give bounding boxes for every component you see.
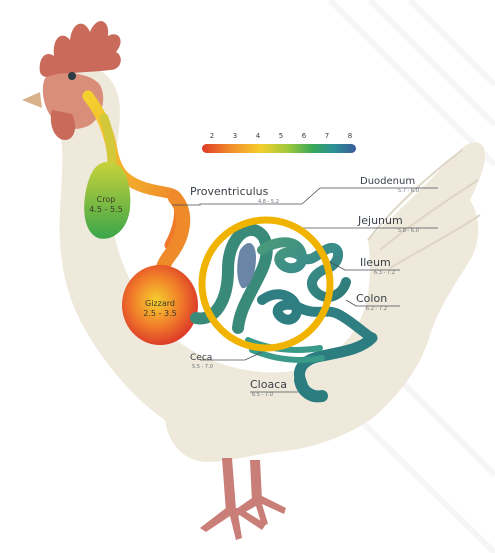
gizzard-name: Gizzard bbox=[145, 299, 175, 308]
wattle bbox=[51, 110, 75, 140]
label-gizzard: Gizzard 2.5 - 3.5 bbox=[143, 299, 176, 318]
duodenum-name: Duodenum bbox=[360, 176, 415, 187]
colon-name: Colon bbox=[356, 292, 387, 305]
label-duodenum: Duodenum 5.7 - 6.0 bbox=[360, 176, 419, 194]
scale-tick: 3 bbox=[233, 132, 237, 140]
scale-tick: 5 bbox=[279, 132, 283, 140]
eye-icon bbox=[68, 72, 76, 80]
duodenum-range: 5.7 - 6.0 bbox=[398, 188, 419, 194]
legs bbox=[200, 458, 286, 540]
ileum-name: Ileum bbox=[360, 256, 391, 269]
scale-tick: 2 bbox=[210, 132, 214, 140]
scale-tick: 4 bbox=[256, 132, 261, 140]
scale-tick: 6 bbox=[302, 132, 307, 140]
cloaca-range: 6.5 - 7.0 bbox=[252, 392, 273, 398]
ceca-name: Ceca bbox=[190, 353, 212, 363]
proventriculus-name: Proventriculus bbox=[190, 185, 269, 198]
scale-tick: 7 bbox=[325, 132, 329, 140]
ph-scale-bar bbox=[202, 144, 356, 153]
beak bbox=[22, 92, 42, 108]
ileum-range: 6.3 - 7.2 bbox=[374, 270, 395, 276]
comb bbox=[40, 21, 121, 77]
label-colon: Colon 6.2 - 7.2 bbox=[356, 292, 387, 312]
ph-scale-ticks: 2 3 4 5 6 7 8 bbox=[210, 132, 352, 140]
jejunum-organ bbox=[262, 242, 346, 297]
label-proventriculus: Proventriculus 4.8 - 5.2 bbox=[190, 185, 279, 205]
jejunum-range: 5.8 - 6.0 bbox=[398, 228, 419, 234]
proventriculus-range: 4.8 - 5.2 bbox=[258, 199, 279, 205]
crop-range: 4.5 - 5.5 bbox=[89, 205, 122, 214]
label-ceca: Ceca 5.5 - 7.0 bbox=[190, 353, 213, 370]
jejunum-name: Jejunum bbox=[357, 214, 403, 227]
cloaca-name: Cloaca bbox=[250, 378, 287, 391]
ceca-range: 5.5 - 7.0 bbox=[192, 364, 213, 370]
scale-tick: 8 bbox=[348, 132, 352, 140]
gizzard-range: 2.5 - 3.5 bbox=[143, 309, 176, 318]
colon-range: 6.2 - 7.2 bbox=[366, 306, 387, 312]
crop-name: Crop bbox=[97, 195, 116, 204]
label-ileum: Ileum 6.3 - 7.2 bbox=[360, 256, 395, 276]
